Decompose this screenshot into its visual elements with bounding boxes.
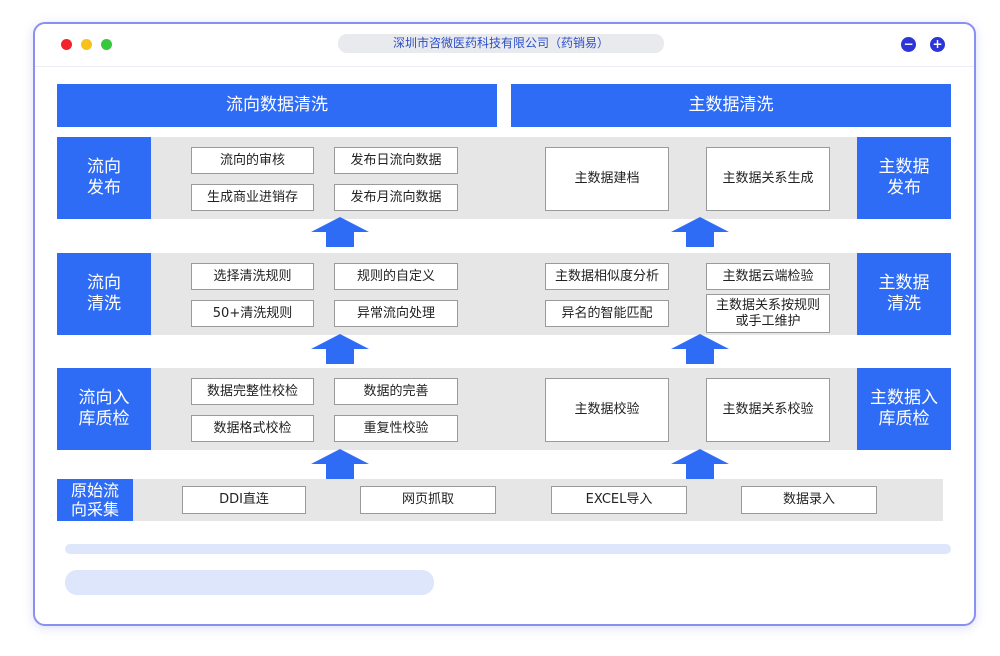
minus-circle-icon[interactable]: −	[901, 37, 916, 52]
box-master-archive: 主数据建档	[545, 147, 669, 211]
arrow-up-icon	[311, 449, 369, 479]
box-excel-import: EXCEL导入	[551, 486, 687, 514]
box-data-entry: 数据录入	[741, 486, 877, 514]
box-web-scrape: 网页抓取	[360, 486, 496, 514]
box-data-perfection: 数据的完善	[334, 378, 458, 405]
label-flow-publish: 流向 发布	[57, 137, 151, 219]
arrow-up-icon	[671, 217, 729, 247]
maximize-dot[interactable]	[101, 39, 112, 50]
title-separator	[35, 66, 974, 67]
box-ddi: DDI直连	[182, 486, 306, 514]
box-master-relation: 主数据关系生成	[706, 147, 830, 211]
box-similarity: 主数据相似度分析	[545, 263, 669, 290]
plus-circle-icon[interactable]: +	[930, 37, 945, 52]
box-generate-inventory: 生成商业进销存	[191, 184, 314, 211]
label-master-publish: 主数据 发布	[857, 137, 951, 219]
arrow-up-icon	[671, 334, 729, 364]
box-master-relation-check: 主数据关系校验	[706, 378, 830, 442]
close-dot[interactable]	[61, 39, 72, 50]
box-flow-review: 流向的审核	[191, 147, 314, 174]
label-master-check: 主数据入 库质检	[857, 368, 951, 450]
label-flow-check: 流向入 库质检	[57, 368, 151, 450]
app-window: 深圳市咨微医药科技有限公司（药销易） − + 流向数据清洗 主数据清洗 流向 发…	[33, 22, 976, 626]
box-duplicate-check: 重复性校验	[334, 415, 458, 442]
box-smart-match: 异名的智能匹配	[545, 300, 669, 327]
title-bar: 深圳市咨微医药科技有限公司（药销易） − +	[35, 24, 974, 66]
minimize-dot[interactable]	[81, 39, 92, 50]
arrow-up-icon	[311, 217, 369, 247]
arrow-up-icon	[671, 449, 729, 479]
box-custom-rules: 规则的自定义	[334, 263, 458, 290]
box-format-check: 数据格式校检	[191, 415, 314, 442]
window-title: 深圳市咨微医药科技有限公司（药销易）	[338, 34, 664, 53]
label-master-clean: 主数据 清洗	[857, 253, 951, 335]
label-flow-clean: 流向 清洗	[57, 253, 151, 335]
box-abnormal-flow: 异常流向处理	[334, 300, 458, 327]
header-master-cleaning: 主数据清洗	[511, 84, 951, 127]
placeholder-bar	[65, 544, 951, 554]
label-raw-collect: 原始流 向采集	[57, 479, 133, 521]
box-publish-daily: 发布日流向数据	[334, 147, 458, 174]
box-50-rules: 50+清洗规则	[191, 300, 314, 327]
box-master-check: 主数据校验	[545, 378, 669, 442]
box-publish-monthly: 发布月流向数据	[334, 184, 458, 211]
box-cloud-check: 主数据云端检验	[706, 263, 830, 290]
placeholder-bar	[65, 570, 434, 595]
box-select-rules: 选择清洗规则	[191, 263, 314, 290]
header-flow-cleaning: 流向数据清洗	[57, 84, 497, 127]
arrow-up-icon	[311, 334, 369, 364]
box-completeness: 数据完整性校检	[191, 378, 314, 405]
box-relation-maintain: 主数据关系按规则 或手工维护	[706, 294, 830, 333]
